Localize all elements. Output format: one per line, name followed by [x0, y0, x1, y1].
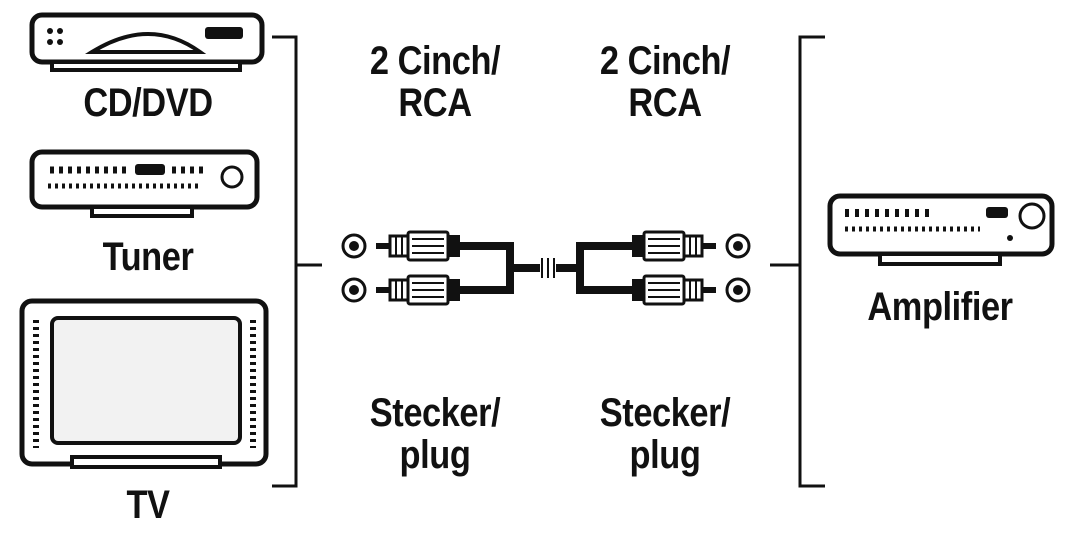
right-connector-label: 2 Cinch/ RCA [583, 40, 746, 124]
left-plug-bottom-icon [374, 274, 462, 306]
left-plug-line2: plug [399, 433, 471, 477]
right-plug-bottom-icon [630, 274, 718, 306]
right-plug-top-icon [630, 230, 718, 262]
left-plug-label: Stecker/ plug [349, 392, 521, 476]
right-jack-bottom-icon [725, 277, 751, 303]
amplifier-bracket [770, 35, 825, 488]
right-plug-line2: plug [629, 433, 701, 477]
left-connector-line2: RCA [398, 81, 472, 125]
left-jack-bottom-icon [341, 277, 367, 303]
rca-cable [341, 230, 751, 306]
left-connector-line1: 2 Cinch/ [369, 39, 501, 83]
left-jack-top-icon [341, 233, 367, 259]
tv-label: TV [126, 483, 170, 527]
tv-icon [19, 298, 269, 469]
sources-bracket [272, 35, 322, 488]
tuner-icon [29, 149, 260, 218]
tuner-label: Tuner [102, 235, 194, 279]
right-plug-line1: Stecker/ [599, 391, 731, 435]
left-plug-line1: Stecker/ [369, 391, 501, 435]
amplifier-label: Amplifier [867, 285, 1013, 329]
left-plug-top-icon [374, 230, 462, 262]
right-plug-label: Stecker/ plug [579, 392, 751, 476]
cd-dvd-player-icon [29, 12, 265, 72]
left-connector-label: 2 Cinch/ RCA [353, 40, 516, 124]
right-connector-line2: RCA [628, 81, 702, 125]
right-jack-top-icon [725, 233, 751, 259]
cd-dvd-label: CD/DVD [83, 81, 213, 125]
right-connector-line1: 2 Cinch/ [599, 39, 731, 83]
amplifier-icon [827, 193, 1055, 266]
